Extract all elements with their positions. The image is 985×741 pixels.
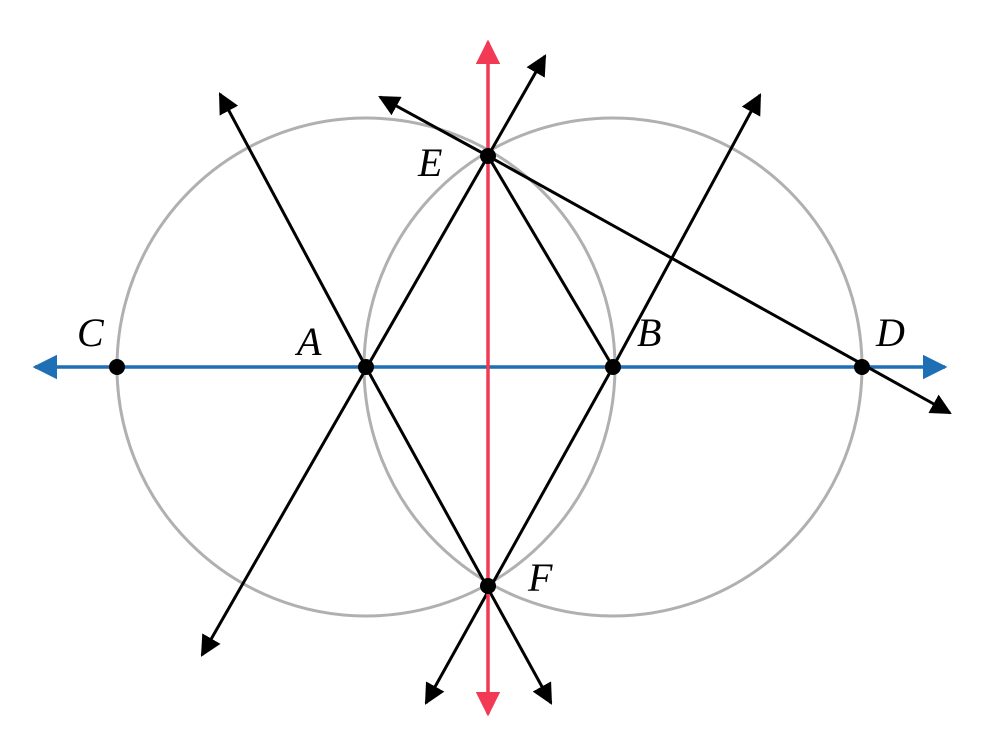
segment-EB	[486, 155, 615, 368]
line-AF	[218, 92, 368, 368]
line-AF-lower	[364, 366, 553, 705]
point-E	[480, 148, 496, 164]
label-D: D	[875, 310, 905, 355]
point-A	[358, 359, 374, 375]
point-D	[854, 359, 870, 375]
line-ED	[378, 95, 489, 158]
point-F	[480, 578, 496, 594]
point-C	[109, 359, 125, 375]
label-A: A	[294, 319, 322, 364]
line-BF	[611, 93, 762, 368]
line-AE	[486, 54, 547, 157]
point-B	[605, 359, 621, 375]
line-BF-lower	[424, 366, 615, 705]
label-E: E	[417, 140, 442, 185]
label-C: C	[77, 310, 105, 355]
label-F: F	[527, 555, 553, 600]
line-AE-lower	[200, 155, 490, 657]
label-B: B	[637, 310, 661, 355]
line-ED-lower	[487, 154, 952, 415]
